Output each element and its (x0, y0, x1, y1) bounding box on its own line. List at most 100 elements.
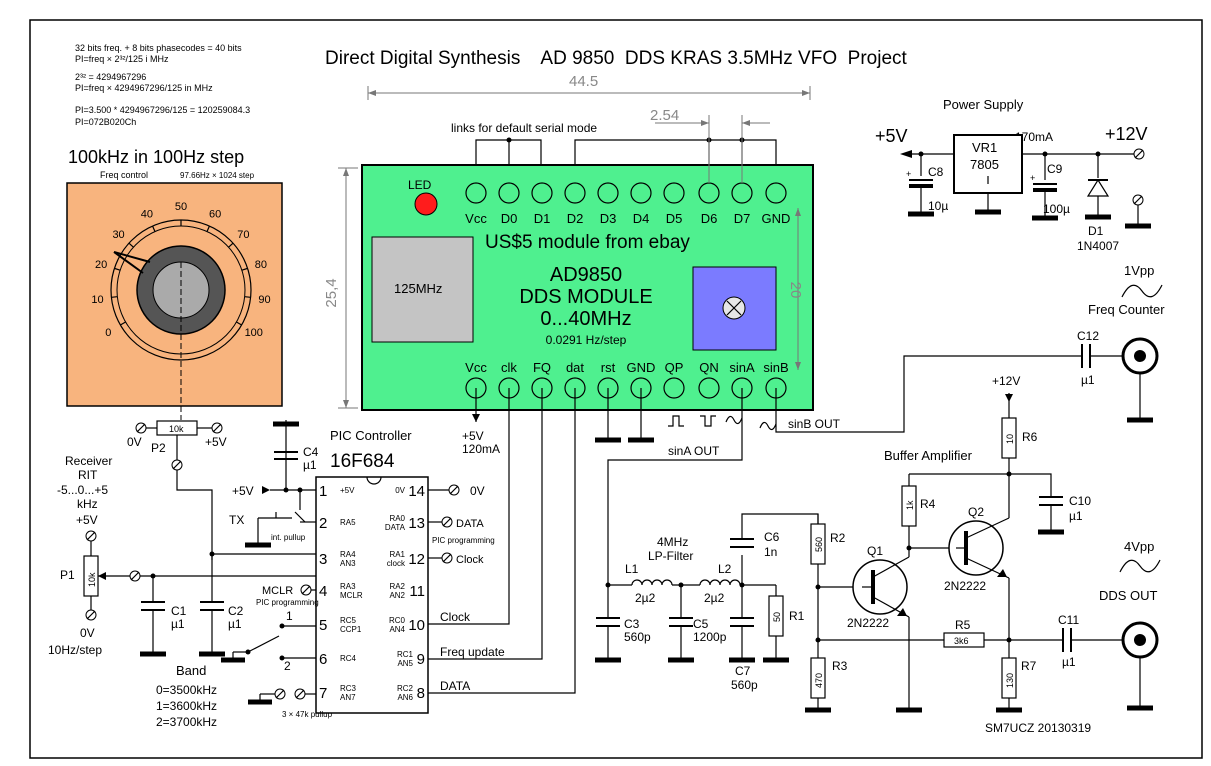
pic-pin-function: RA4 (340, 550, 356, 559)
band-heading: Band (176, 663, 206, 678)
c1-value: µ1 (171, 617, 185, 631)
module-pin-d0 (498, 182, 520, 204)
p2-name: P2 (151, 441, 166, 455)
rit-line: kHz (77, 497, 98, 511)
note: PI=072B020Ch (75, 117, 136, 127)
module-pin-label: D5 (666, 211, 683, 226)
note: PI=3.500 * 4294967296/125 = 120259084.3 (75, 105, 250, 115)
r3-label: R3 (832, 659, 848, 673)
c4-value: µ1 (303, 458, 317, 472)
module-pin-label: clk (501, 360, 517, 375)
pic-pin-function: RC5 (340, 616, 357, 625)
fq-wire (428, 388, 543, 660)
square-wave-icon (700, 415, 716, 427)
c9-value: 100µ (1043, 202, 1070, 216)
module-pin-label: sinA (729, 360, 755, 375)
pic-pin-function: AN5 (397, 659, 413, 668)
l1-label: L1 (625, 562, 639, 576)
counter-label: Freq Counter (1088, 302, 1165, 317)
band-line: 1=3600kHz (156, 699, 217, 713)
note: 32 bits freq. + 8 bits phasecodes = 40 b… (75, 43, 242, 53)
frame (29, 19, 1203, 759)
module-pin-d4 (630, 182, 652, 204)
pic-pin-number: 8 (417, 685, 425, 702)
r7-value: 130 (1005, 673, 1015, 688)
module-pin-d2 (564, 182, 586, 204)
r6-value: 10 (1005, 434, 1015, 444)
q1-label: Q1 (867, 544, 883, 558)
p2-left: 0V (127, 435, 142, 449)
c2-label: C2 (228, 604, 244, 618)
filter-heading: LP-Filter (648, 549, 693, 563)
pic-pin-function: AN2 (389, 591, 405, 600)
dim-pin-span: 20 (787, 282, 804, 299)
crystal (371, 236, 474, 343)
dial-label: 90 (258, 294, 270, 306)
dial-tick (244, 296, 251, 298)
band-switch[interactable] (247, 635, 280, 653)
pic-pin-function: RA2 (389, 582, 405, 591)
pic-pin-number: 9 (417, 651, 425, 668)
r7-label: R7 (1021, 659, 1037, 673)
sina-wire (607, 388, 743, 585)
c8-label: C8 (928, 165, 944, 179)
note: 2³² = 4294967296 (75, 72, 146, 82)
c9-label: C9 (1047, 162, 1063, 176)
vcc-feed: +5V (462, 429, 484, 443)
dial-tick (120, 321, 126, 326)
pic-pin-function: +5V (340, 486, 355, 495)
dial-tick (206, 225, 211, 232)
pic-pin-function: 0V (395, 486, 405, 495)
counter-level: 1Vpp (1124, 263, 1154, 278)
pic-pin-function: RA3 (340, 582, 356, 591)
module-pin-label: Vcc (465, 211, 487, 226)
r4-label: R4 (920, 497, 936, 511)
r2-label: R2 (830, 531, 846, 545)
c3-label: C3 (624, 617, 640, 631)
led (414, 192, 438, 216)
band-line: 0=3500kHz (156, 683, 217, 697)
rit-step: 10Hz/step (48, 643, 102, 657)
link-wire (574, 139, 777, 183)
c11-label: C11 (1058, 613, 1079, 627)
rit-line: Receiver (65, 454, 112, 468)
dial-label: 60 (209, 208, 221, 220)
dial-label: 40 (141, 208, 153, 220)
dial-label: 30 (112, 229, 124, 241)
r1-label: R1 (789, 609, 805, 623)
data-wire (428, 388, 576, 694)
pic-pin-number: 3 (319, 551, 327, 568)
module-pin-label: sinB (763, 360, 788, 375)
pic-pin-number: 1 (319, 483, 327, 500)
c2-value: µ1 (228, 617, 242, 631)
dial-pointer (113, 251, 144, 274)
c12-value: µ1 (1081, 373, 1095, 387)
module-pin-label: Vcc (465, 360, 487, 375)
dial-label: 70 (237, 229, 249, 241)
vr-label: VR1 (972, 140, 997, 155)
l1-value: 2µ2 (635, 591, 656, 605)
pic-heading: PIC Controller (330, 428, 412, 443)
pic-part: 16F684 (330, 451, 395, 472)
switch-contact (279, 655, 285, 661)
r3-value: 470 (814, 673, 824, 688)
d1-label: D1 (1088, 224, 1104, 238)
led-label: LED (408, 178, 432, 192)
r5-value: 3k6 (954, 636, 969, 646)
svg-text:+: + (906, 169, 911, 179)
crystal-label: 125MHz (394, 281, 442, 296)
dds-out-label: DDS OUT (1099, 588, 1158, 603)
pic-pin-function: RC2 (397, 684, 414, 693)
c10-value: µ1 (1069, 509, 1083, 523)
module-name: AD9850 (550, 264, 622, 286)
diagram-title: Direct Digital Synthesis AD 9850 DDS KRA… (325, 48, 908, 69)
module-pin-d3 (597, 182, 619, 204)
pic-pin-function: AN7 (340, 693, 356, 702)
module-name: 0...40MHz (540, 308, 631, 330)
int-pullup: int. pullup (271, 533, 306, 542)
p1-label: P1 (60, 568, 75, 582)
c5-label: C5 (693, 617, 709, 631)
module-pin-d1 (531, 182, 553, 204)
dial-label: 100 (245, 327, 263, 339)
